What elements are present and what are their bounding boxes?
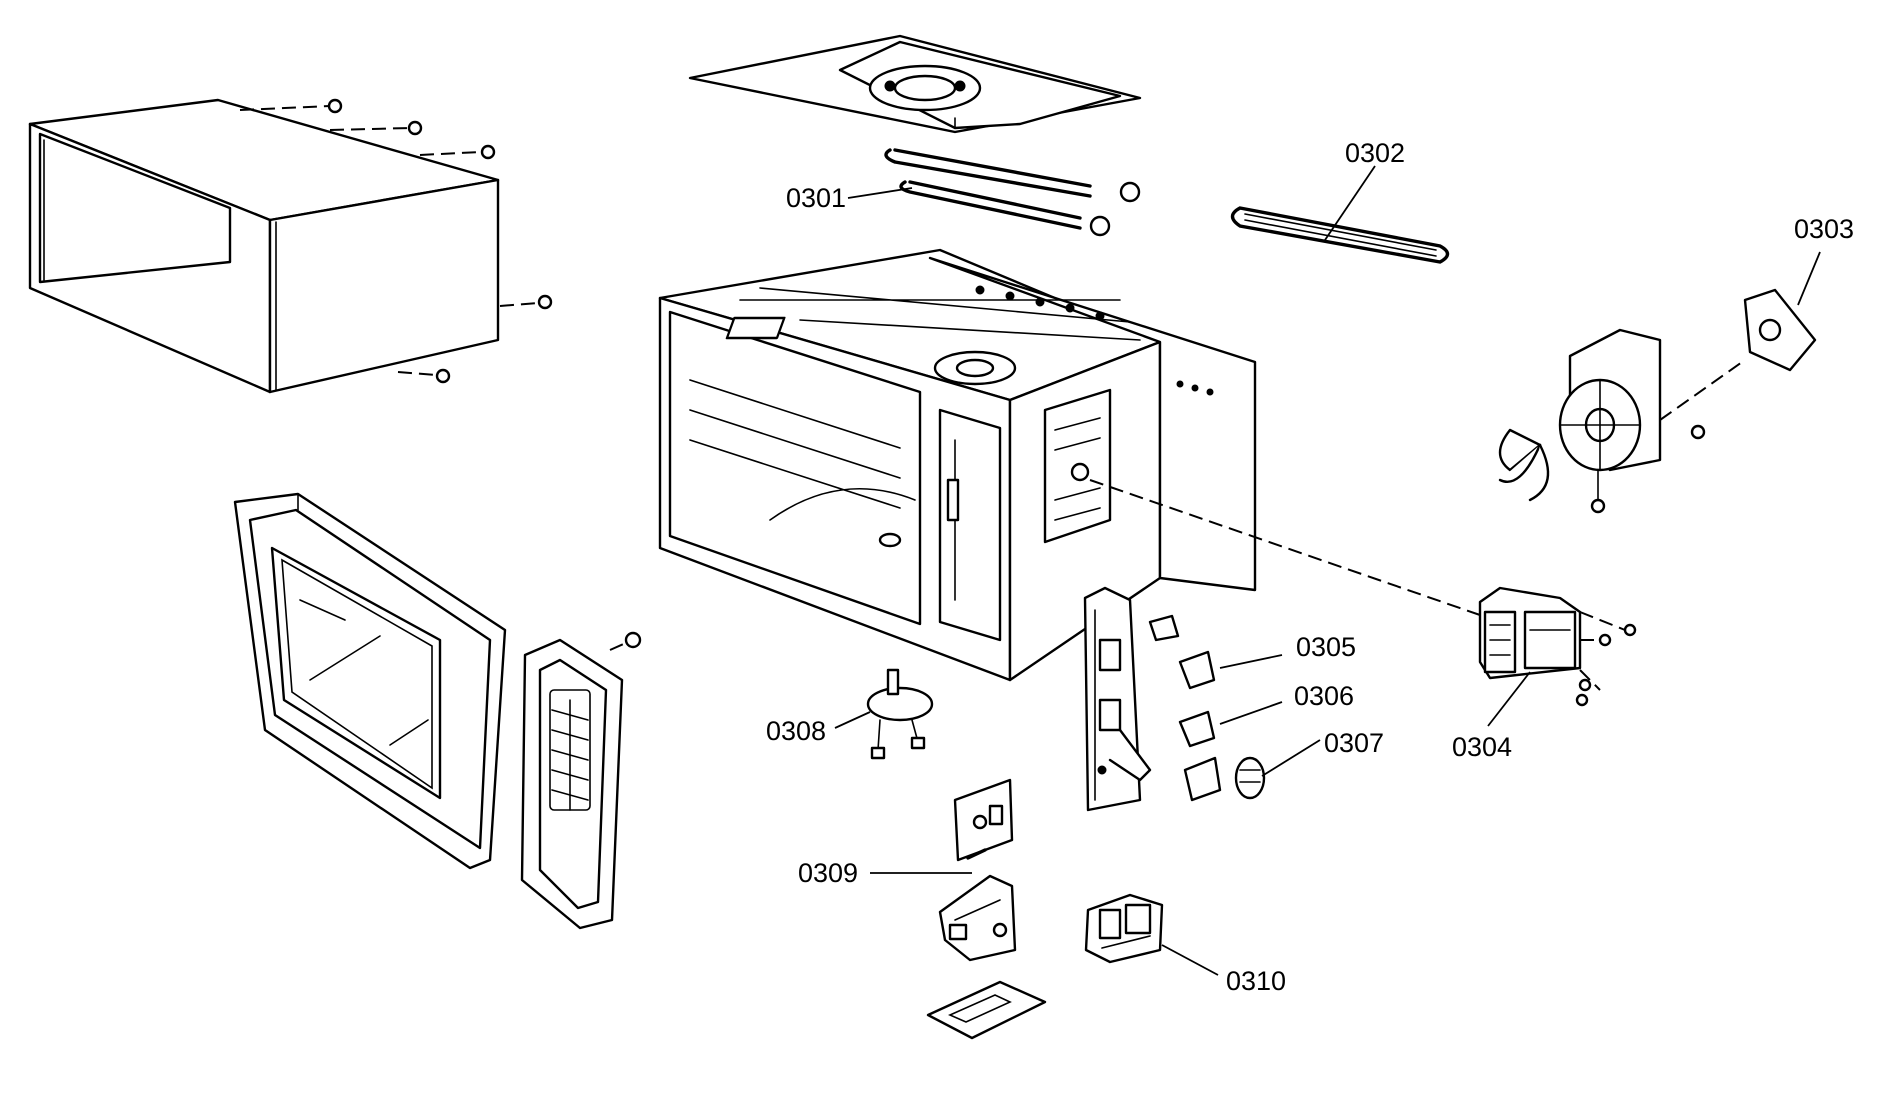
oven-cavity xyxy=(658,248,1257,682)
belt-gasket xyxy=(1230,206,1450,264)
door-assembly xyxy=(233,492,507,870)
leader-0308 xyxy=(834,711,871,729)
relay-board xyxy=(1084,893,1164,964)
switch-bracket xyxy=(1083,586,1152,812)
control-panel xyxy=(520,631,642,930)
callout-0310: 0310 xyxy=(1226,966,1286,996)
cabinet-screws xyxy=(239,98,553,384)
fan-motor-assembly xyxy=(1498,288,1817,514)
turntable-motor xyxy=(866,668,934,760)
callout-0305: 0305 xyxy=(1296,632,1356,662)
control-board xyxy=(926,778,1047,1040)
magnetron-dash xyxy=(1089,479,1481,616)
callout-0309: 0309 xyxy=(798,858,858,888)
transformer-assembly xyxy=(1478,586,1637,707)
leader-0301 xyxy=(847,187,913,199)
leader-0302 xyxy=(1324,165,1376,241)
callout-0304: 0304 xyxy=(1452,732,1512,762)
outer-cabinet xyxy=(28,98,500,394)
callout-0306: 0306 xyxy=(1294,681,1354,711)
leader-0304 xyxy=(1487,671,1531,727)
leader-0305 xyxy=(1219,654,1283,669)
callout-0307: 0307 xyxy=(1324,728,1384,758)
door-switches xyxy=(1148,614,1266,802)
callout-0302: 0302 xyxy=(1345,138,1405,168)
callout-0303: 0303 xyxy=(1794,214,1854,244)
leader-0306 xyxy=(1219,701,1283,725)
heater-element xyxy=(884,148,1141,237)
leader-0310 xyxy=(1161,944,1219,976)
callout-0301: 0301 xyxy=(786,183,846,213)
callout-0308: 0308 xyxy=(766,716,826,746)
leader-0307 xyxy=(1261,739,1321,777)
leader-0303 xyxy=(1797,251,1821,306)
top-plate xyxy=(688,34,1142,134)
